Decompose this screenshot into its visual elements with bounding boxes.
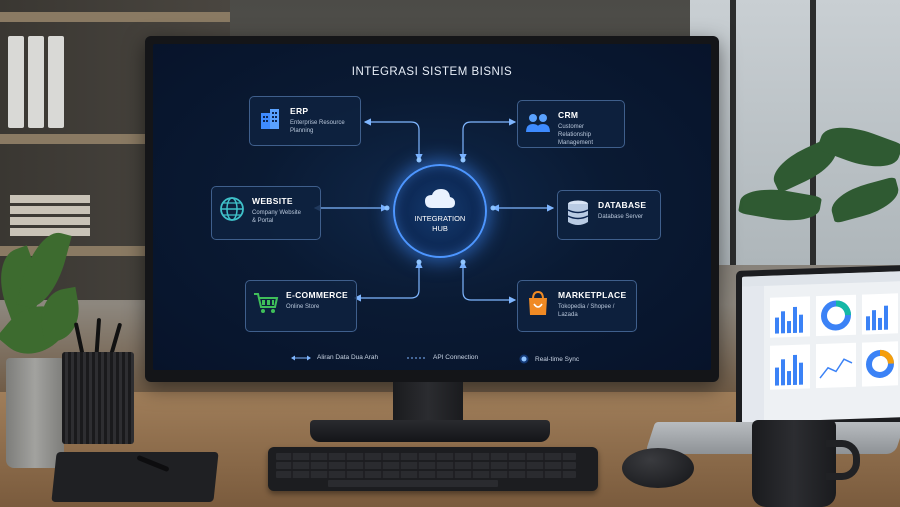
node-database-desc1: Database Server	[598, 214, 644, 220]
connector-erp	[363, 118, 423, 162]
node-ecommerce-desc1: Online Store	[286, 304, 320, 310]
hub-label-line2: HUB	[432, 224, 448, 233]
connector-marketplace	[459, 260, 517, 304]
binder	[48, 36, 64, 128]
node-ecommerce: E-COMMERCE Online Store	[245, 280, 357, 332]
node-marketplace-title: MARKETPLACE	[558, 290, 627, 300]
notebook	[51, 452, 219, 502]
cart-icon	[254, 293, 279, 313]
shelf-board	[0, 246, 230, 256]
node-website: WEBSITE Company Website & Portal	[211, 186, 321, 240]
laptop	[736, 265, 900, 429]
pencil-holder	[62, 352, 134, 444]
legend-two-way: Aliran Data Dua Arah	[291, 354, 378, 361]
book-stack	[10, 228, 90, 236]
node-marketplace-desc2: Lazada	[558, 312, 578, 318]
legend-api: API Connection	[407, 354, 478, 361]
legend-realtime-label: Real-time Sync	[535, 355, 580, 363]
binder	[28, 36, 44, 128]
monitor: INTEGRASI SISTEM BISNIS	[145, 36, 719, 382]
legend-two-way-label: Aliran Data Dua Arah	[317, 354, 379, 361]
cloud-icon	[425, 189, 455, 208]
legend-api-label: API Connection	[433, 354, 479, 361]
connector-crm	[459, 118, 517, 162]
node-erp-desc2: Planning	[290, 128, 314, 134]
users-icon	[526, 114, 550, 132]
glow-dot-icon	[519, 354, 529, 364]
book-stack	[10, 217, 90, 225]
database-icon	[567, 200, 589, 225]
mug-handle	[826, 440, 860, 480]
building-icon	[261, 109, 279, 129]
two-way-arrow-icon	[291, 355, 311, 360]
coffee-mug	[752, 420, 836, 507]
dashed-line-icon	[407, 357, 427, 358]
node-crm: CRM Customer Relationship Management	[517, 100, 625, 148]
laptop-dashboard	[742, 271, 900, 423]
connector-lines	[313, 118, 555, 304]
diagram-title: INTEGRASI SISTEM BISNIS	[351, 66, 513, 78]
shelf-board	[0, 12, 230, 22]
node-database-title: DATABASE	[598, 200, 647, 210]
connector-ecommerce	[353, 260, 423, 302]
monitor-stand	[393, 382, 463, 424]
window-frame	[810, 0, 816, 265]
hub-label-line1: INTEGRATION	[414, 214, 466, 223]
hub-label: INTEGRATION HUB	[415, 214, 466, 234]
plant-pot	[6, 358, 64, 468]
node-website-desc1: Company Website	[252, 210, 301, 216]
keyboard	[268, 447, 598, 491]
node-crm-desc2: Management	[558, 140, 594, 146]
shopping-bag-icon	[529, 290, 547, 315]
node-marketplace: MARKETPLACE Tokopedia / Shopee / Lazada	[517, 280, 637, 332]
mouse	[622, 448, 694, 488]
monitor-stand-base	[310, 420, 550, 442]
node-marketplace-desc1: Tokopedia / Shopee /	[558, 304, 615, 310]
node-crm-desc1: Customer Relationship	[558, 124, 592, 138]
dashboard-graphics	[742, 271, 900, 423]
legend-realtime: Real-time Sync	[519, 354, 579, 364]
book-stack	[10, 206, 90, 214]
monitor-screen: INTEGRASI SISTEM BISNIS	[153, 44, 711, 370]
globe-icon	[220, 197, 244, 221]
node-website-title: WEBSITE	[252, 196, 293, 206]
keyboard-keys	[276, 452, 576, 487]
integration-hub: INTEGRATION HUB	[393, 164, 487, 258]
node-erp-title: ERP	[290, 106, 309, 116]
node-crm-title: CRM	[558, 110, 579, 120]
book-stack	[10, 195, 90, 203]
node-erp-desc1: Enterprise Resource	[290, 120, 345, 126]
node-erp: ERP Enterprise Resource Planning	[249, 96, 361, 146]
binder	[8, 36, 24, 128]
shelf-board	[0, 134, 230, 144]
window-frame	[730, 0, 736, 265]
node-database: DATABASE Database Server	[557, 190, 661, 240]
node-website-desc2: & Portal	[252, 218, 274, 224]
node-ecommerce-title: E-COMMERCE	[286, 290, 349, 300]
